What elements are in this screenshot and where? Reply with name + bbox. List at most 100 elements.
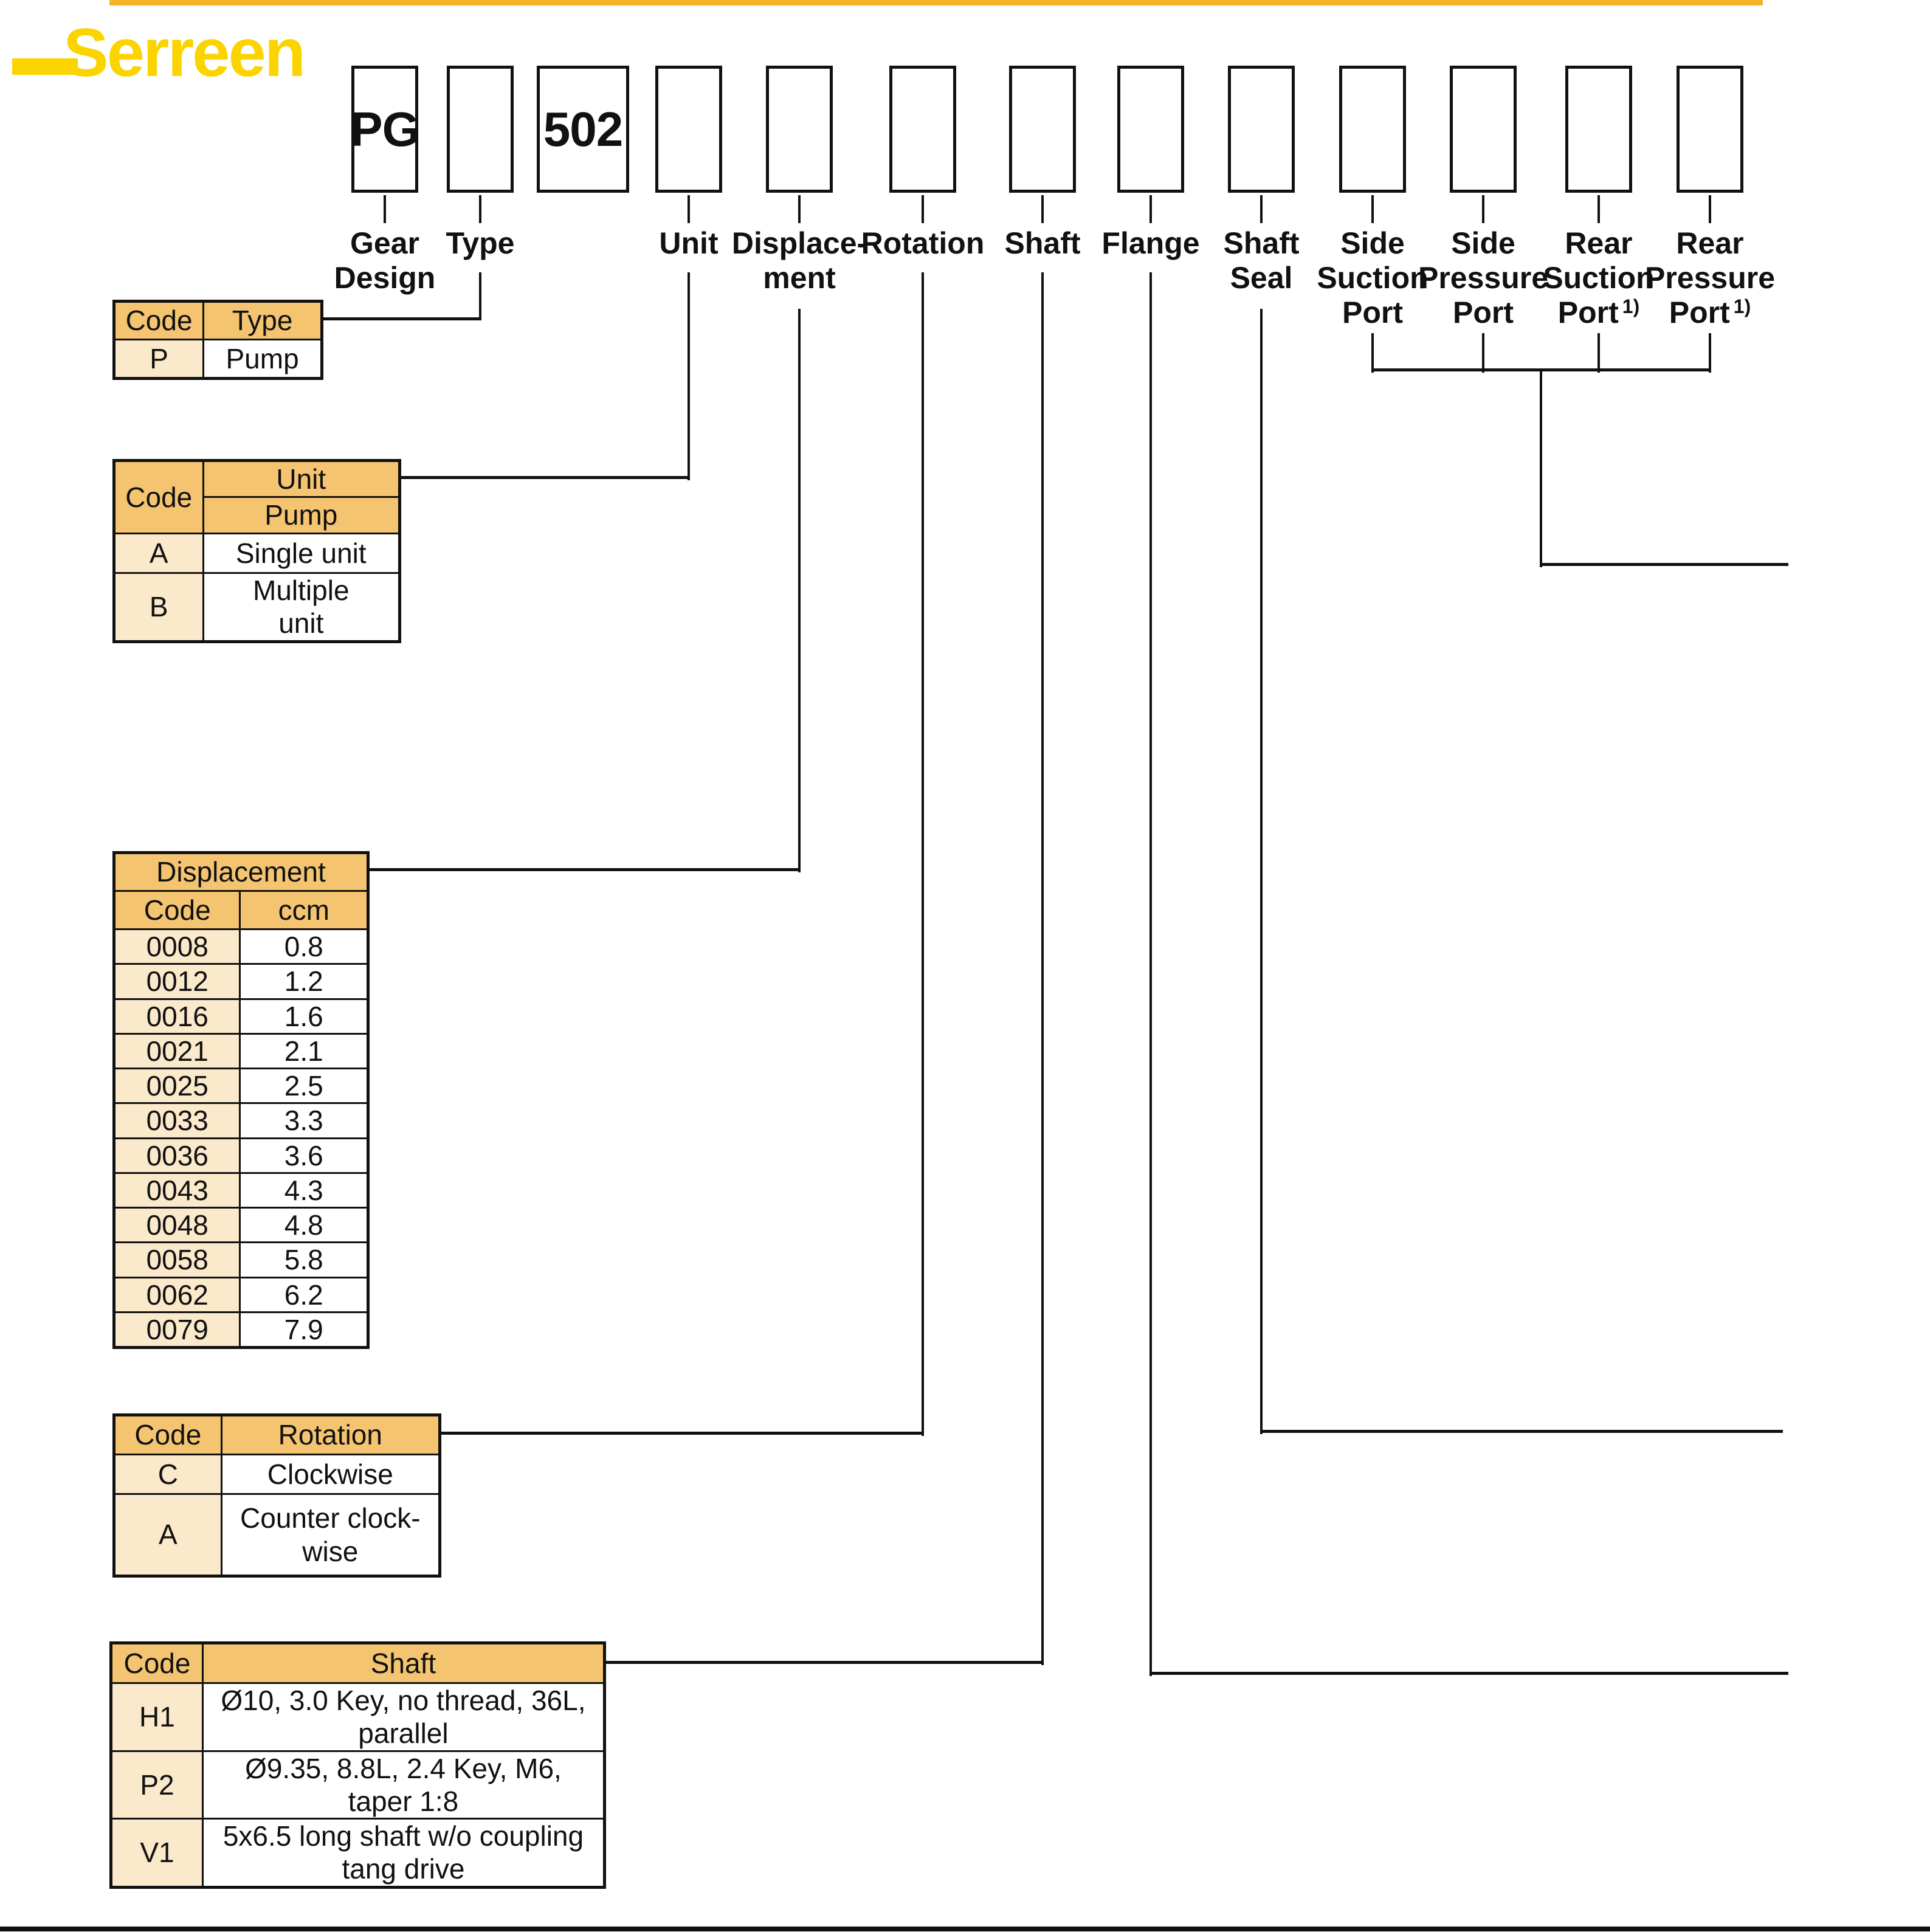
table-cell: 5.8 — [239, 1241, 369, 1278]
logo-text: Serreen — [63, 15, 306, 91]
table-cell: 0021 — [112, 1032, 241, 1070]
code-label-side-pressure-port: Side — [1451, 226, 1515, 260]
label-line-text: ment — [763, 261, 836, 295]
table-cell: Rotation — [220, 1414, 441, 1455]
code-box-value: PG — [350, 102, 420, 156]
connector-hline — [1540, 563, 1788, 566]
table-cell: 4.3 — [239, 1171, 369, 1209]
code-box-rear-pressure-port — [1677, 66, 1743, 193]
code-label-side-suction-port: Side — [1340, 226, 1405, 260]
table-cell: Shaft — [201, 1642, 606, 1684]
table-cell: Ø10, 3.0 Key, no thread, 36L, parallel — [201, 1682, 606, 1752]
code-label-gear-design: Design — [334, 261, 436, 295]
connector-vline — [922, 272, 924, 1436]
connector-vline — [1540, 370, 1542, 567]
table-cell: 1.2 — [239, 963, 369, 1000]
table-cell: Displacement — [113, 852, 369, 892]
label-line-text: Rear — [1676, 226, 1744, 260]
code-label-displacement: ment — [763, 261, 835, 295]
label-line-text: Side — [1451, 226, 1515, 260]
label-line-text: Pressure — [1644, 261, 1776, 295]
label-line-text: Seal — [1230, 261, 1293, 295]
table-cell: A — [113, 533, 204, 574]
code-box-shaft-seal — [1228, 66, 1295, 193]
connector-hline — [435, 1432, 924, 1435]
table-cell: 7.9 — [239, 1311, 369, 1349]
table-cell: 3.6 — [239, 1137, 369, 1174]
table-cell: 0033 — [112, 1102, 241, 1139]
connector-vline — [1149, 272, 1152, 1676]
table-cell: Single unit — [202, 533, 401, 574]
code-label-rear-pressure-port: Rear — [1676, 226, 1743, 260]
code-label-type: Type — [446, 226, 515, 260]
connector-hline — [364, 868, 801, 871]
table-cell: Counter clock- wise — [220, 1493, 441, 1577]
connector-hline — [600, 1661, 1044, 1664]
connector-vline — [479, 272, 481, 320]
code-label-unit: Unit — [659, 226, 718, 260]
label-line-text: Rotation — [861, 226, 985, 260]
connector-hline — [1371, 368, 1711, 371]
code-label-shaft-seal: Seal — [1230, 261, 1293, 295]
table-cell: 2.1 — [239, 1032, 369, 1070]
code-label-shaft-seal: Shaft — [1224, 226, 1300, 260]
connector-vline — [384, 195, 386, 223]
table-cell: 2.5 — [239, 1068, 369, 1105]
label-line-text: Displace- — [731, 226, 867, 260]
code-box-side-pressure-port — [1450, 66, 1517, 193]
connector-hline — [1149, 1672, 1788, 1675]
code-label-shaft: Shaft — [1005, 226, 1081, 260]
table-cell: 0.8 — [239, 928, 369, 965]
table-cell: P2 — [110, 1750, 204, 1820]
code-label-side-suction-port: Suction — [1317, 261, 1428, 295]
code-label-gear-design: Gear — [350, 226, 419, 260]
code-box-series: 502 — [537, 66, 629, 193]
label-line-text: Pressure — [1418, 261, 1549, 295]
code-box-rotation — [889, 66, 956, 193]
label-line-text: Port — [1669, 295, 1730, 329]
table-cell: C — [113, 1454, 222, 1495]
label-line-text: Flange — [1101, 226, 1200, 260]
connector-vline — [1371, 333, 1374, 373]
table-row: Pump — [114, 496, 401, 534]
connector-vline — [1482, 195, 1484, 223]
table-cell: 0079 — [112, 1311, 241, 1349]
connector-hline — [1260, 1430, 1783, 1433]
connector-vline — [479, 195, 481, 223]
table-cell: Code — [113, 1414, 222, 1455]
table-cell: 3.3 — [239, 1102, 369, 1139]
connector-vline — [1041, 272, 1044, 1665]
code-label-rear-pressure-port: Pressure — [1645, 261, 1775, 295]
table-cell: A — [113, 1493, 222, 1577]
code-label-rear-suction-port: Suction — [1543, 261, 1654, 295]
code-label-side-pressure-port: Port — [1453, 295, 1514, 329]
connector-vline — [798, 195, 801, 223]
label-line-text: Port — [1557, 295, 1619, 329]
code-label-displacement: Displace- — [732, 226, 867, 260]
label-line-text: Suction — [1543, 261, 1655, 295]
bottom-rule — [0, 1927, 1930, 1931]
connector-vline — [1260, 309, 1263, 1434]
label-line-text: Rear — [1565, 226, 1633, 260]
label-line-text: Design — [334, 261, 436, 295]
label-line-text: Shaft — [1004, 226, 1081, 260]
connector-vline — [922, 195, 924, 223]
table-cell: 0048 — [112, 1207, 241, 1244]
table-cell: 0008 — [112, 928, 241, 965]
